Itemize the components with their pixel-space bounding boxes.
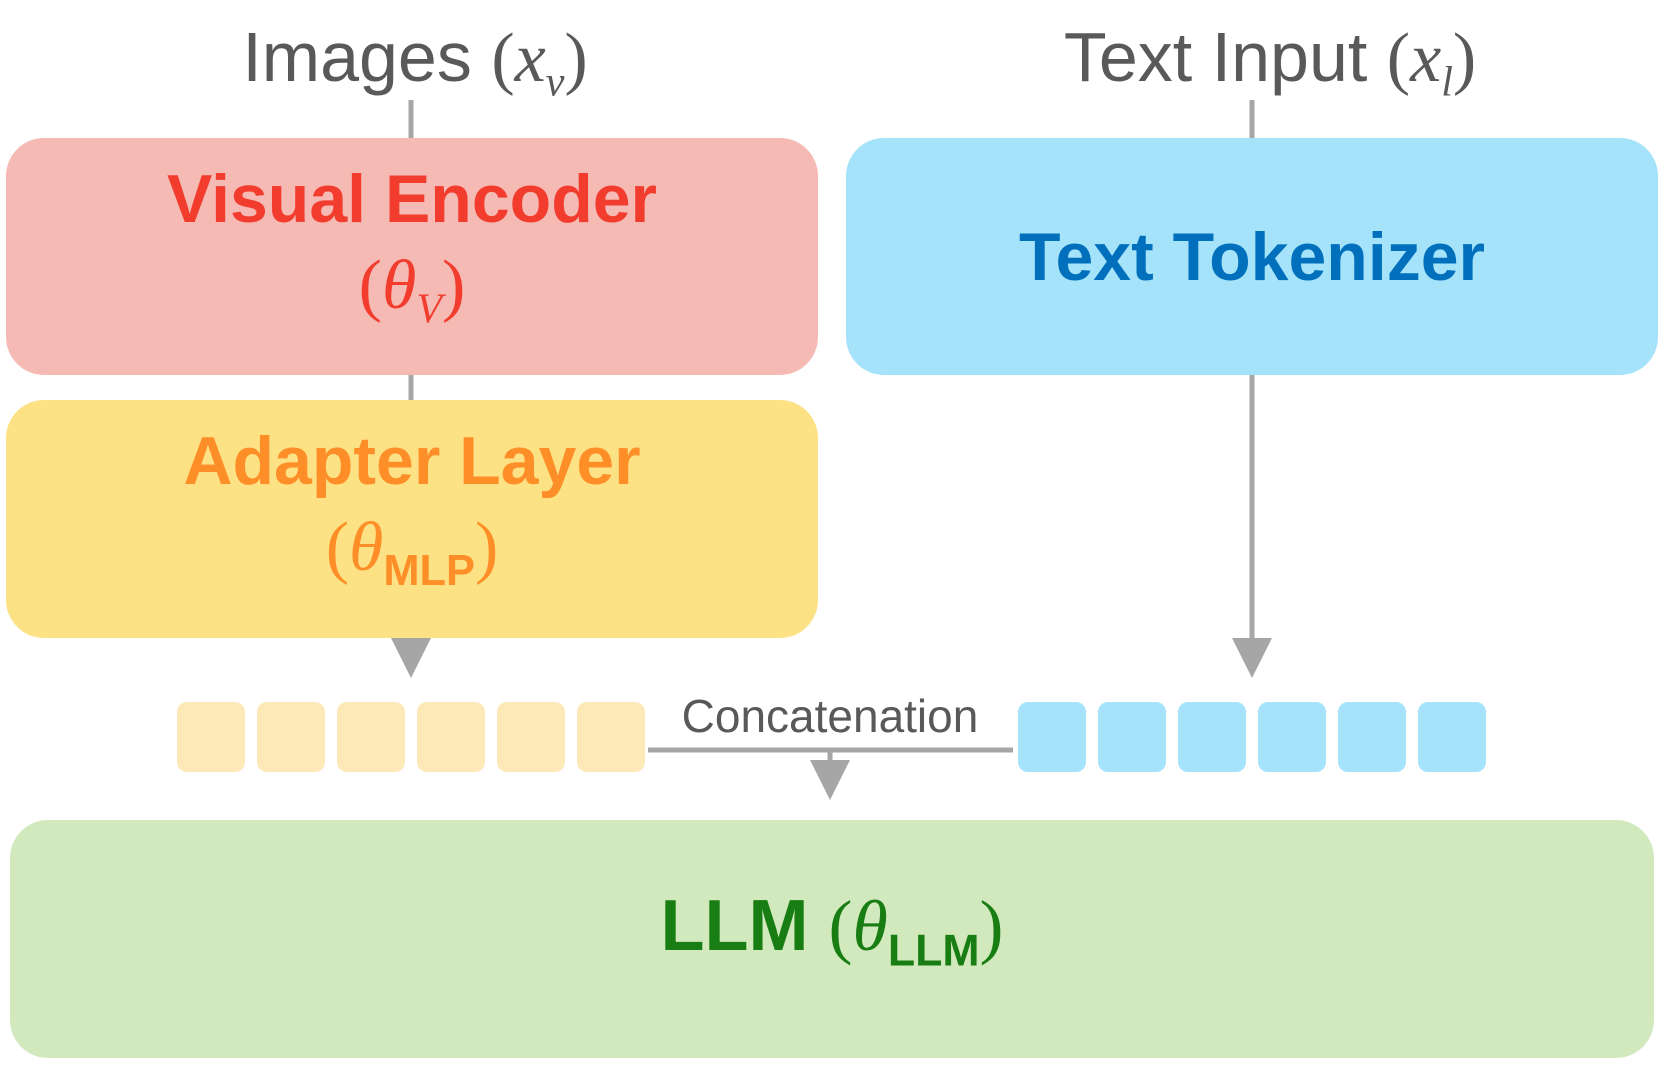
adapter-layer-box: Adapter Layer (θMLP): [6, 400, 818, 638]
llm-title: LLM (θLLM): [660, 886, 1004, 976]
images-var-sub: v: [545, 59, 565, 106]
text-token: [1338, 702, 1406, 772]
adapter-layer-param: (θMLP): [325, 509, 499, 596]
visual-token: [177, 702, 245, 772]
visual-token: [497, 702, 565, 772]
images-input-label: Images (xv): [242, 18, 588, 106]
visual-token: [577, 702, 645, 772]
text-token: [1178, 702, 1246, 772]
visual-token: [417, 702, 485, 772]
text-tokenizer-title: Text Tokenizer: [1018, 218, 1486, 295]
text-var-sub: l: [1441, 59, 1453, 106]
text-label-text: Text Input: [1063, 18, 1368, 96]
visual-encoder-title: Visual Encoder: [166, 160, 658, 237]
adapter-layer-title: Adapter Layer: [183, 423, 641, 500]
images-label-text: Images: [242, 18, 472, 96]
text-tokenizer-box: Text Tokenizer: [846, 138, 1658, 375]
text-var: x: [1410, 20, 1442, 97]
visual-token: [257, 702, 325, 772]
concatenation-label: Concatenation: [681, 690, 979, 742]
visual-encoder-box: Visual Encoder (θV): [6, 138, 818, 375]
visual-encoder-param: (θV): [358, 246, 466, 333]
text-token: [1418, 702, 1486, 772]
text-input-label: Text Input (xl): [1063, 18, 1477, 106]
text-token: [1018, 702, 1086, 772]
text-token: [1098, 702, 1166, 772]
visual-token: [337, 702, 405, 772]
text-token: [1258, 702, 1326, 772]
images-var: x: [514, 20, 546, 97]
llm-box: LLM (θLLM): [10, 820, 1654, 1058]
